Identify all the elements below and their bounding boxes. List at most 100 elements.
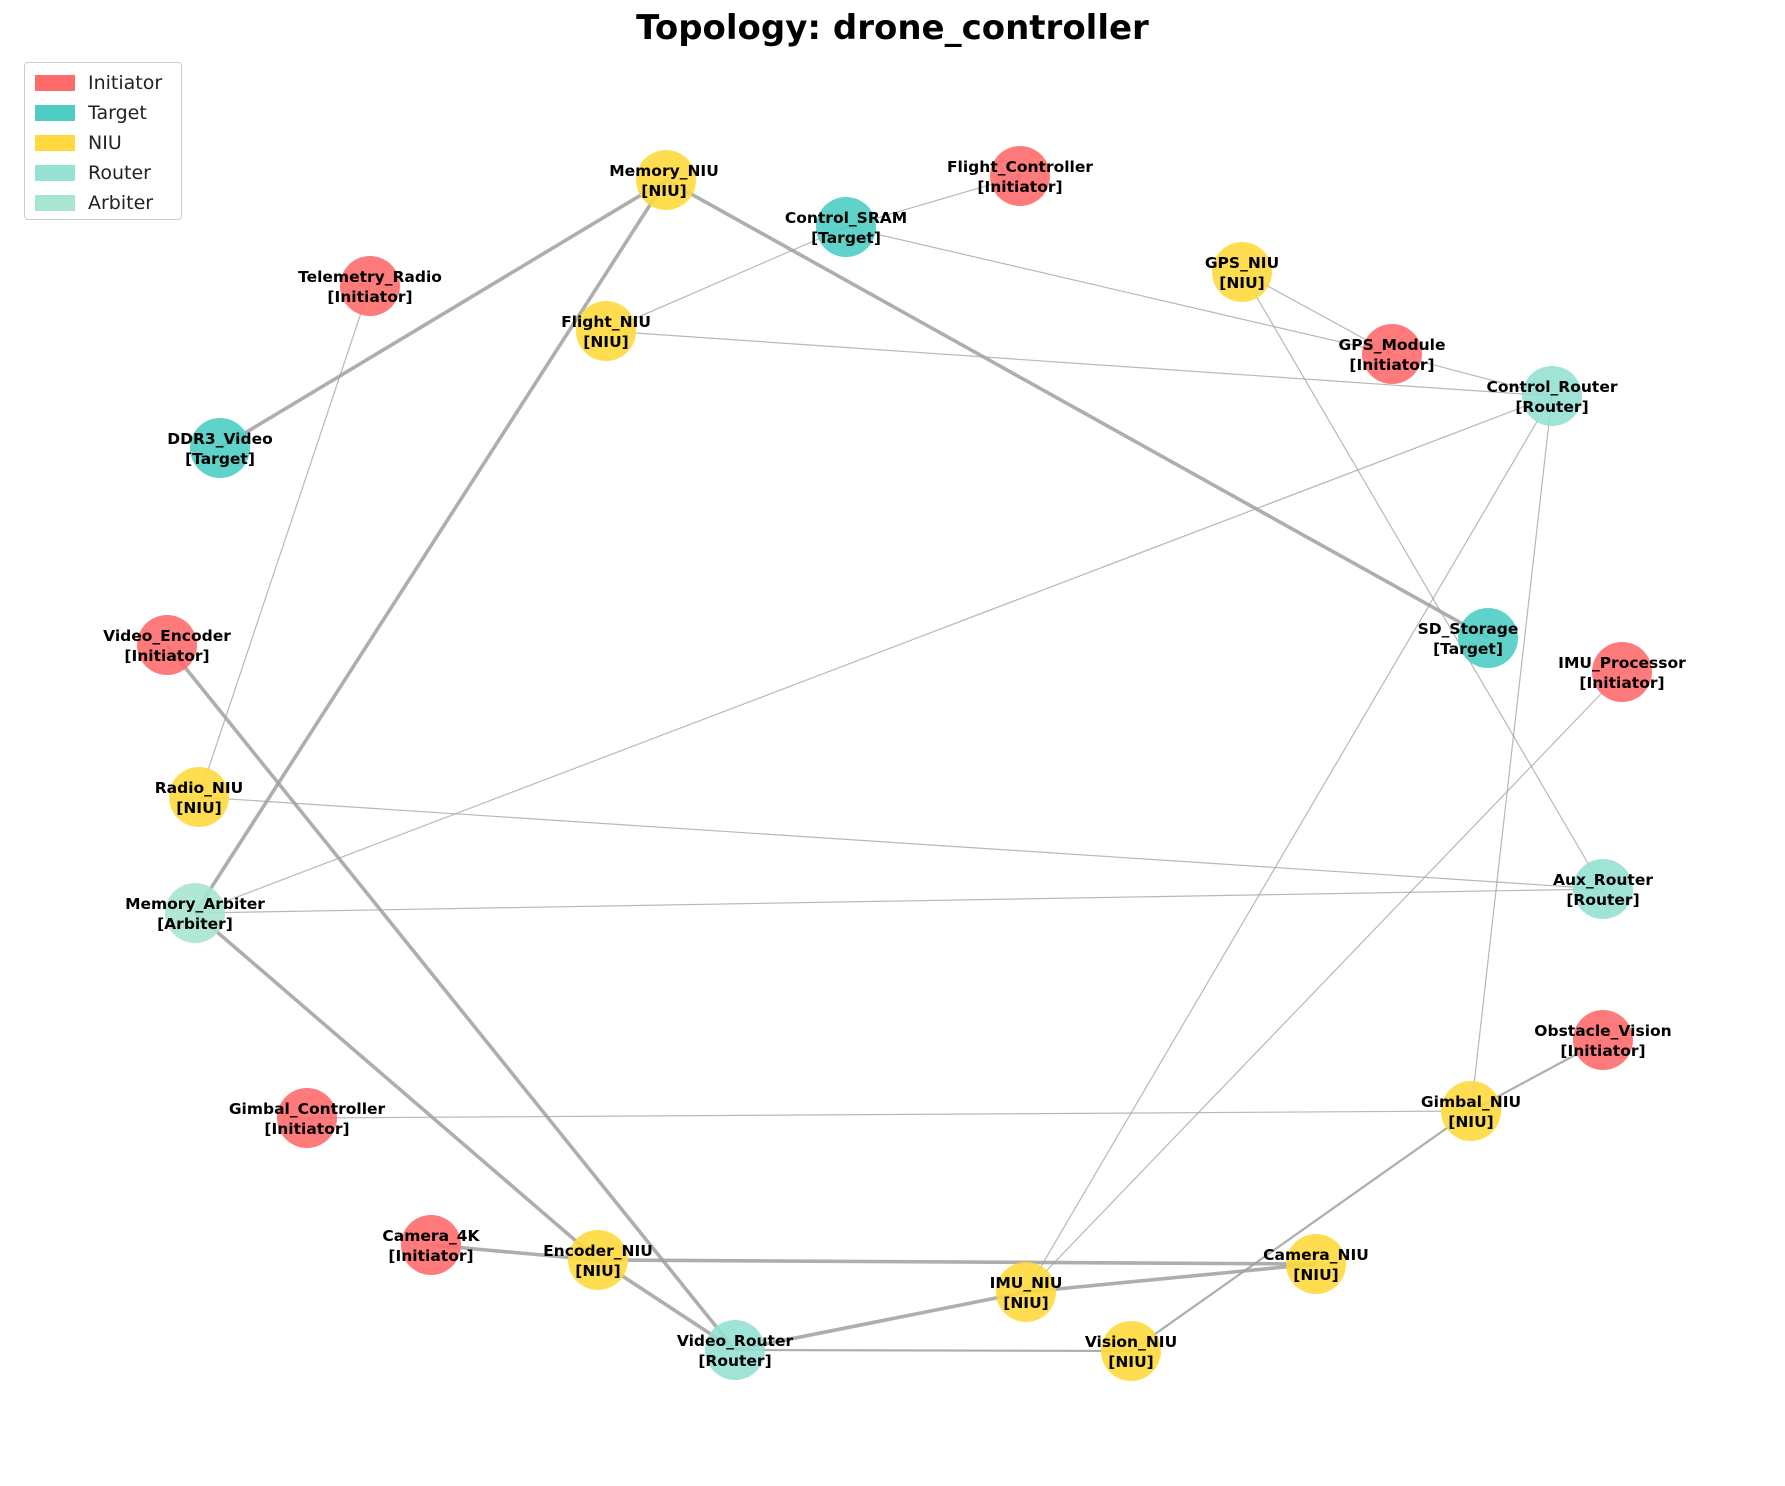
node-circle[interactable] [1458,608,1518,668]
node-vision-niu[interactable]: Vision_NIU[NIU] [1085,1321,1177,1381]
node-imu-niu[interactable]: IMU_NIU [NIU] [990,1262,1063,1322]
node-circle[interactable] [190,418,250,478]
node-gimbal-controller[interactable]: Gimbal_Controller [Initiator] [229,1088,386,1148]
node-type-label: [Initiator] [977,178,1062,196]
node-circle[interactable] [1362,324,1422,384]
node-gimbal-niu[interactable]: Gimbal_NIU[NIU] [1421,1081,1521,1141]
node-imu-processor[interactable]: IMU_Processor[Initiator] [1558,642,1686,702]
diagram-title: Topology: drone_controller [636,8,1149,48]
node-type-label: [Initiator] [1579,674,1664,692]
node-type-label: [NIU] [641,182,687,200]
node-type-label: [Initiator] [264,1120,349,1138]
legend-swatch [35,165,75,181]
node-circle[interactable] [990,146,1050,206]
node-name-label: SD_Storage [1418,620,1519,638]
node-circle[interactable] [996,1262,1056,1322]
node-name-label: Control_SRAM [785,209,907,227]
node-circle[interactable] [1573,1010,1633,1070]
node-type-label: [NIU] [1448,1113,1494,1131]
node-circle[interactable] [1286,1234,1346,1294]
node-type-label: [Router] [1515,398,1588,416]
node-type-label: [Router] [698,1352,771,1370]
edge-radio-niu-to-aux-router [198,796,1604,890]
legend-swatch [35,195,75,211]
node-circle[interactable] [1101,1321,1161,1381]
node-circle[interactable] [1573,859,1633,919]
node-type-label: [NIU] [583,333,629,351]
edge-aux-router-to-memory-arbiter [194,888,1604,914]
node-radio-niu[interactable]: Radio_NIU [NIU] [155,767,244,827]
node-name-label: IMU_NIU [990,1274,1063,1292]
node-gps-module[interactable]: GPS_Module[Initiator] [1338,324,1446,384]
node-circle[interactable] [705,1320,765,1380]
node-name-label: Aux_Router [1553,871,1653,889]
node-control-router[interactable]: Control_Router[Router] [1486,366,1618,426]
node-gps-niu[interactable]: GPS_NIU [NIU] [1205,242,1279,302]
node-name-label: Flight_NIU [561,313,651,331]
node-name-label: Telemetry_Radio [298,268,442,286]
node-circle[interactable] [165,883,225,943]
legend-swatch [35,75,75,91]
node-ddr3-video[interactable]: DDR3_Video[Target] [167,418,273,478]
node-video-router[interactable]: Video_Router [Router] [677,1320,794,1380]
node-circle[interactable] [636,150,696,210]
edge-control-sram-to-gps-module [845,226,1393,355]
node-circle[interactable] [277,1088,337,1148]
node-type-label: [NIU] [1108,1353,1154,1371]
edge-gps-niu-to-aux-router [1241,271,1604,890]
node-video-encoder[interactable]: Video_Encoder[Initiator] [103,615,231,675]
edge-video-router-to-vision-niu [734,1348,1132,1353]
node-type-label: [Initiator] [327,288,412,306]
node-telemetry-radio[interactable]: Telemetry_Radio [Initiator] [298,256,442,316]
edges-layer [165,175,1623,1353]
edge-imu-processor-to-imu-niu [1025,671,1623,1293]
node-circle[interactable] [1592,642,1652,702]
node-circle[interactable] [1522,366,1582,426]
node-memory-arbiter[interactable]: Memory_Arbiter[Arbiter] [125,883,265,943]
node-type-label: [Target] [1433,640,1503,658]
node-memory-niu[interactable]: Memory_NIU [NIU] [609,150,719,210]
node-type-label: [Initiator] [1560,1042,1645,1060]
node-name-label: GPS_NIU [1205,254,1279,272]
node-name-label: Radio_NIU [155,779,244,797]
node-circle[interactable] [340,256,400,316]
node-encoder-niu[interactable]: Encoder_NIU[NIU] [543,1230,653,1290]
edge-memory-arbiter-to-encoder-niu [193,911,600,1262]
edge-control-router-to-memory-arbiter [194,395,1553,914]
edge-control-sram-to-flight-niu [605,226,847,332]
node-circle[interactable] [816,197,876,257]
node-type-label: [NIU] [1003,1294,1049,1312]
legend-swatch [35,135,75,151]
node-control-sram[interactable]: Control_SRAM[Target] [785,197,907,257]
node-name-label: Flight_Controller [947,158,1093,176]
node-circle[interactable] [576,301,636,361]
node-name-label: DDR3_Video [167,430,273,448]
node-type-label: [NIU] [1219,274,1265,292]
node-circle[interactable] [568,1230,628,1290]
legend-label: Router [88,162,151,184]
node-circle[interactable] [1441,1081,1501,1141]
node-name-label: Video_Router [677,1332,794,1350]
legend-label: Initiator [88,72,163,94]
node-circle[interactable] [169,767,229,827]
legend-item-router: Router [35,161,151,185]
node-camera-niu[interactable]: Camera_NIU[NIU] [1263,1234,1369,1294]
node-circle[interactable] [137,615,197,675]
node-obstacle-vision[interactable]: Obstacle_Vision[Initiator] [1534,1010,1672,1070]
node-name-label: Video_Encoder [103,627,231,645]
node-name-label: Camera_NIU [1263,1246,1369,1264]
node-flight-niu[interactable]: Flight_NIU [NIU] [561,301,651,361]
node-name-label: Memory_NIU [609,162,719,180]
node-circle[interactable] [1212,242,1272,302]
node-camera-4k[interactable]: Camera_4K[Initiator] [382,1215,481,1275]
node-sd-storage[interactable]: SD_Storage [Target] [1418,608,1519,668]
node-circle[interactable] [401,1215,461,1275]
legend-label: Arbiter [88,192,154,214]
legend-label: NIU [88,132,122,154]
node-flight-controller[interactable]: Flight_Controller [Initiator] [947,146,1093,206]
node-name-label: Gimbal_Controller [229,1100,386,1118]
legend-item-arbiter: Arbiter [35,191,153,215]
node-type-label: [NIU] [176,799,222,817]
node-aux-router[interactable]: Aux_Router[Router] [1553,859,1653,919]
